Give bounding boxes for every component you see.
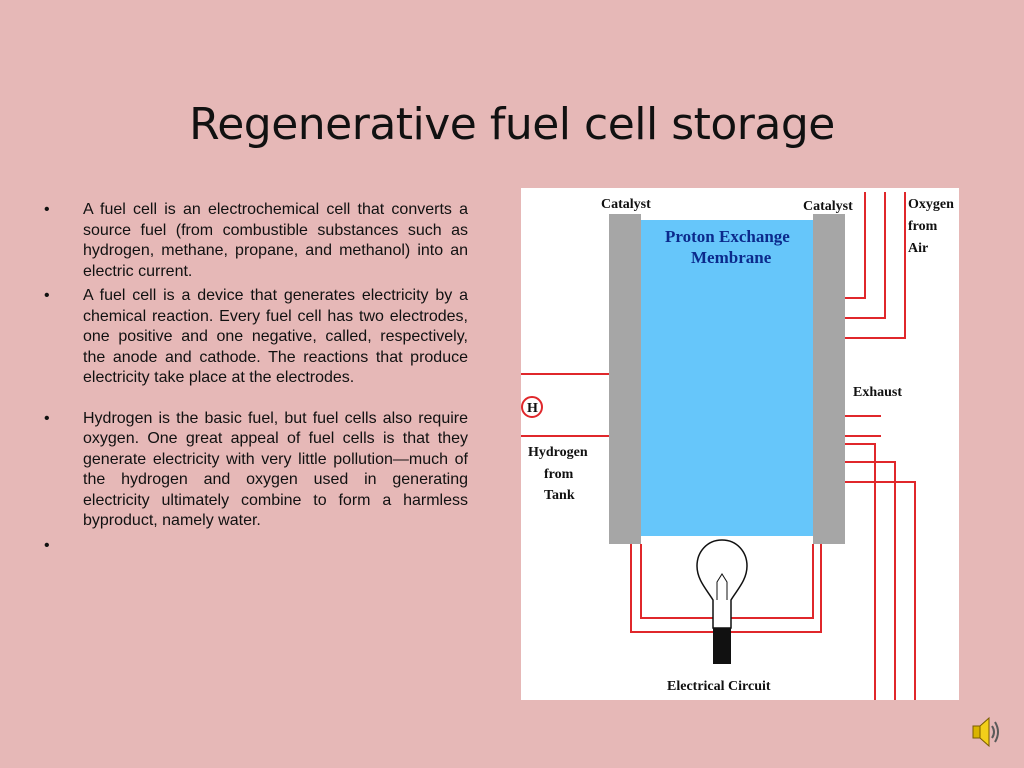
bullet-item-empty [44,536,468,557]
oxygen-label-line2: from [908,219,938,234]
catalyst-left-plate [609,214,641,544]
bullet-list: A fuel cell is an electrochemical cell t… [44,200,468,560]
bullet-item: Hydrogen is the basic fuel, but fuel cel… [44,409,468,532]
oxygen-label-line1: Oxygen [908,197,954,212]
slide-title: Regenerative fuel cell storage [189,99,835,151]
catalyst-left-label: Catalyst [601,197,651,212]
wires [521,192,916,700]
h-symbol-label: H [527,401,538,416]
catalyst-right-label: Catalyst [803,199,853,214]
membrane-label-line2: Membrane [691,248,772,267]
bullet-item: A fuel cell is an electrochemical cell t… [44,200,468,282]
exhaust-label: Exhaust [853,385,902,400]
bullet-item: A fuel cell is a device that generates e… [44,286,468,389]
speaker-icon[interactable] [970,712,1002,752]
membrane-label-line1: Proton Exchange [665,227,790,246]
light-bulb-icon [696,539,748,664]
oxygen-label-line3: Air [908,241,928,256]
electrical-circuit-label: Electrical Circuit [667,679,771,694]
catalyst-right-plate [813,214,845,544]
hydrogen-label-line1: Hydrogen [528,445,588,460]
proton-exchange-membrane [641,220,813,536]
hydrogen-label-line3: Tank [544,488,575,503]
fuel-cell-diagram: Catalyst Catalyst Proton Exchange Membra… [521,188,959,700]
hydrogen-label-line2: from [544,467,574,482]
